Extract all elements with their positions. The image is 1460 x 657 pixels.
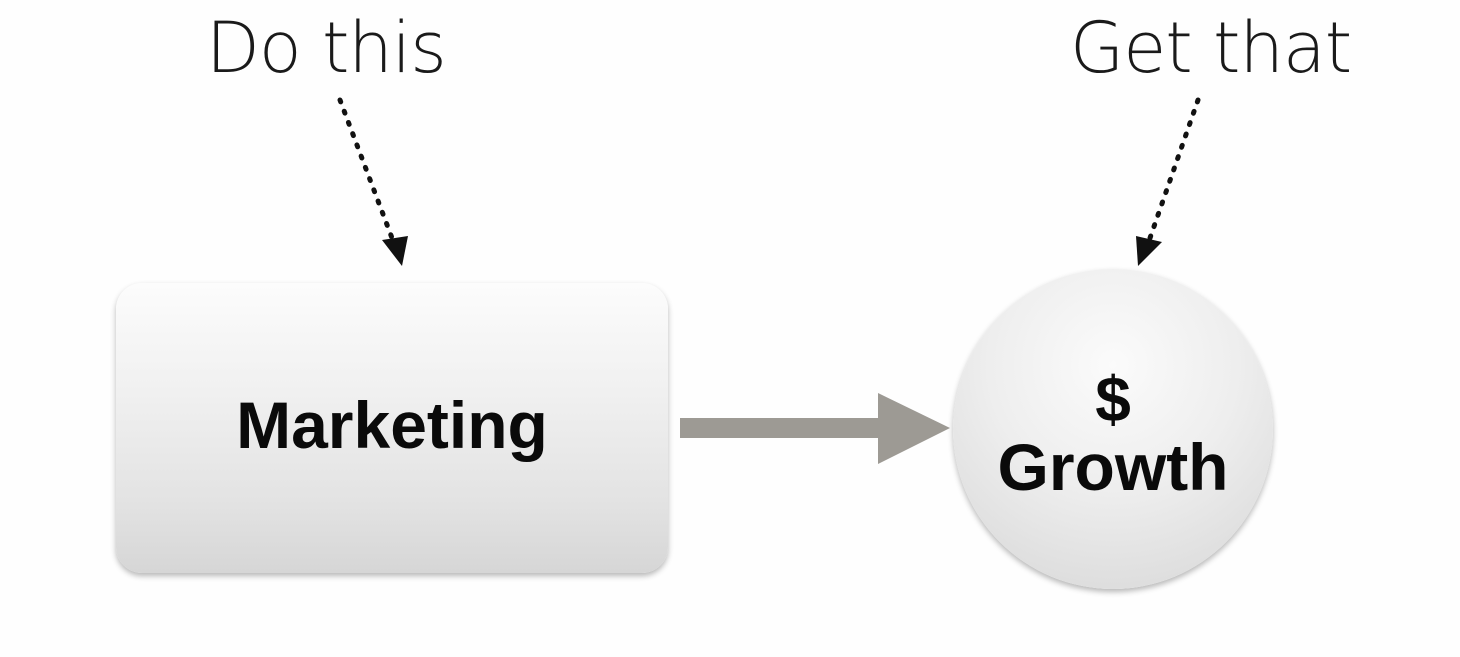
pointer-arrowhead-right bbox=[1136, 236, 1162, 266]
dotted-pointer-right bbox=[1147, 97, 1201, 241]
caption-get-that: Get that bbox=[1070, 7, 1352, 89]
marketing-label: Marketing bbox=[236, 388, 548, 462]
flow-arrowhead bbox=[878, 393, 950, 464]
flow-arrow-shaft bbox=[680, 418, 880, 438]
dollar-symbol: $ bbox=[1095, 363, 1131, 435]
dotted-pointer-left bbox=[337, 97, 395, 241]
caption-do-this: Do this bbox=[206, 7, 447, 89]
growth-label: Growth bbox=[997, 430, 1229, 504]
growth-circle: $ Growth bbox=[953, 269, 1273, 589]
pointer-arrowhead-left bbox=[382, 236, 408, 266]
marketing-box: Marketing bbox=[116, 283, 668, 573]
